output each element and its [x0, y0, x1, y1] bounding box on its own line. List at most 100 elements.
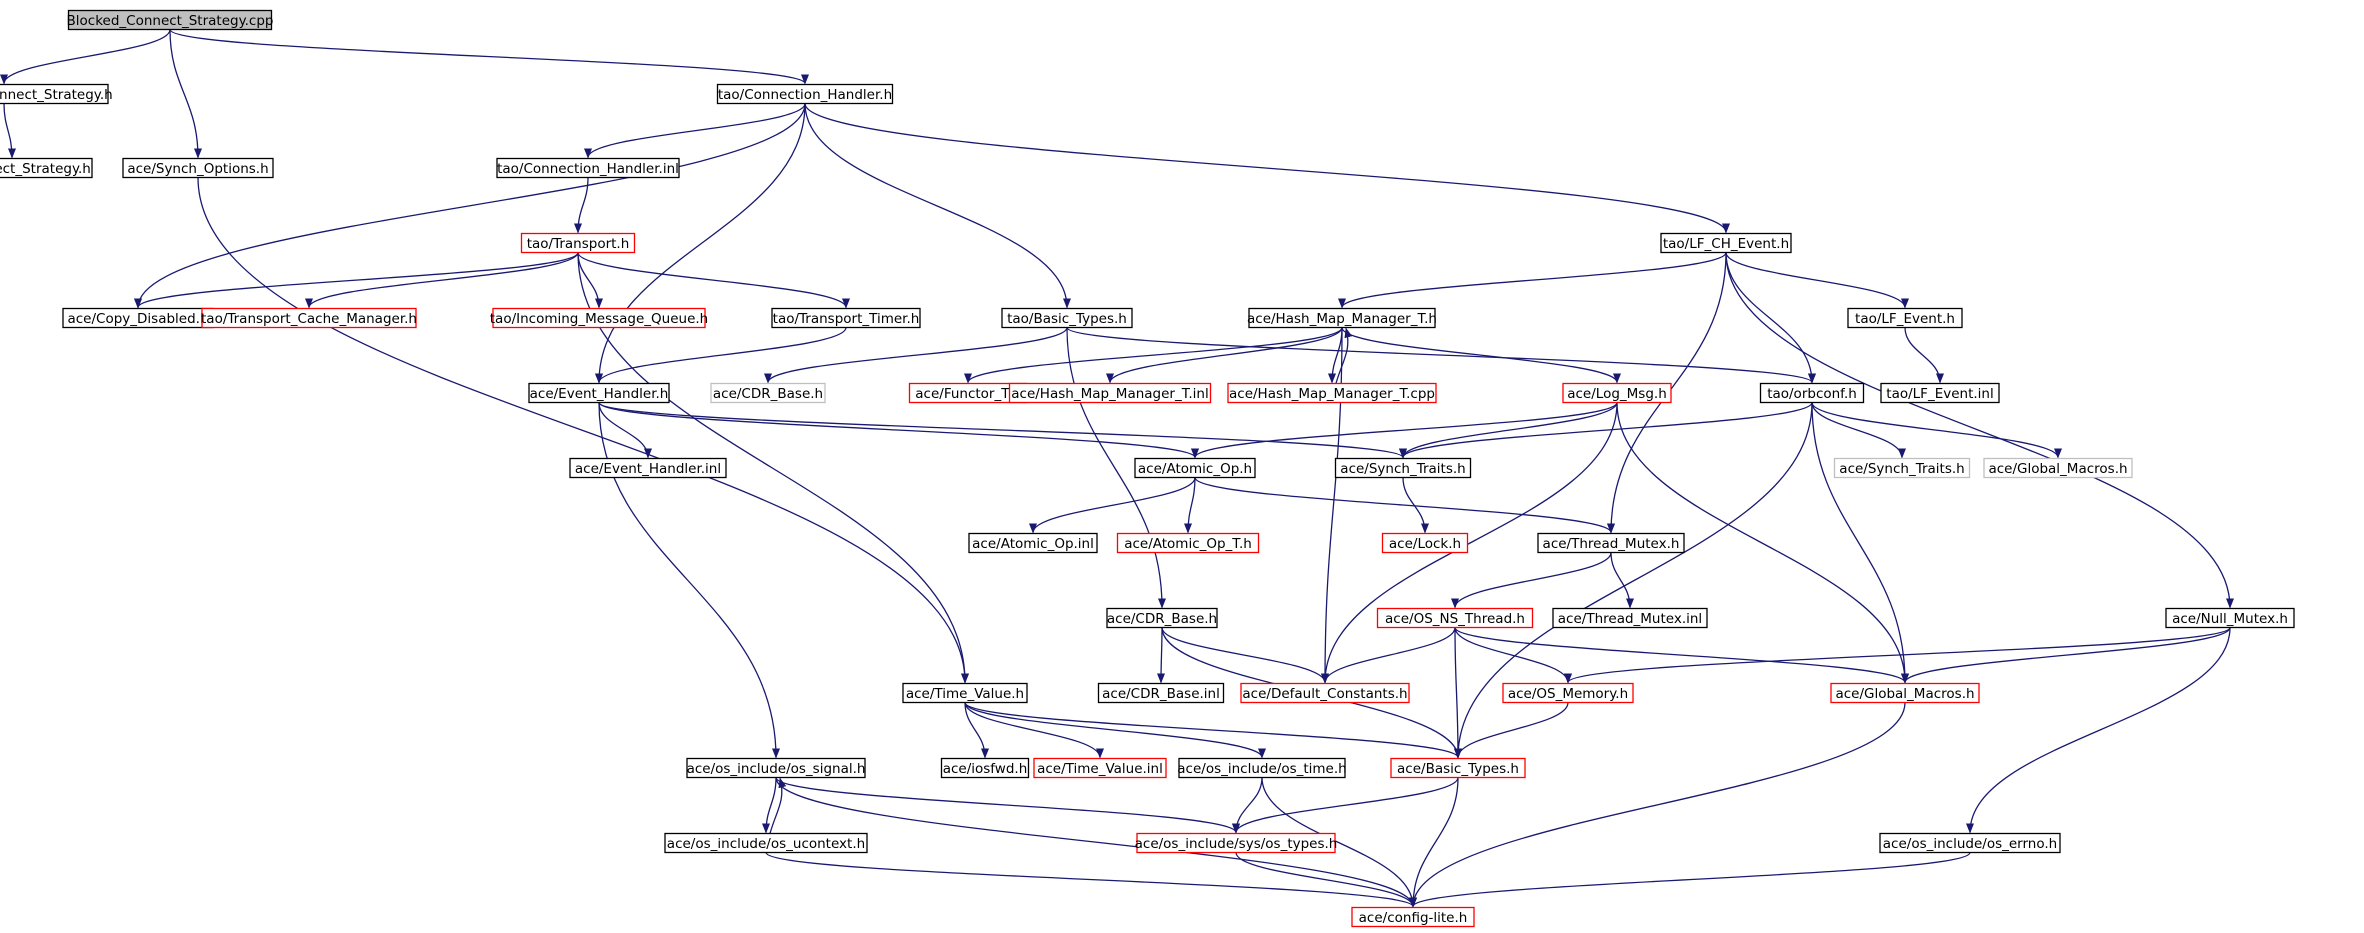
- node-ace-hash-map-manager-t-cpp[interactable]: ace/Hash_Map_Manager_T.cpp: [1227, 382, 1437, 404]
- edge-tao-transport-timer-h-to-ace-event-handler-h: [595, 327, 847, 384]
- edge-ace-os-include-os-ucontext-h-to-ace-os-include-os-signal-h: [769, 777, 787, 834]
- edge-tao-connection-handler-h-to-ace-copy-disabled-h: [134, 103, 806, 309]
- node-label: ace/Functor_T.h: [915, 386, 1020, 402]
- node-ace-null-mutex-h[interactable]: ace/Null_Mutex.h: [2165, 607, 2295, 629]
- node-ace-os-include-os-signal-h[interactable]: ace/os_include/os_signal.h: [686, 757, 866, 779]
- node-label: ace/Atomic_Op_T.h: [1124, 536, 1252, 552]
- node-label: tao/Incoming_Message_Queue.h: [490, 311, 709, 327]
- node-ace-cdr-base-h[interactable]: ace/CDR_Base.h: [1106, 607, 1218, 629]
- node-label: ace/Atomic_Op.inl: [972, 536, 1094, 552]
- node-label: tao/Basic_Types.h: [1007, 311, 1127, 327]
- node-ace-synch-traits-h-ext[interactable]: ace/Synch_Traits.h: [1833, 457, 1971, 479]
- node-tao-connect-strategy-h[interactable]: tao/Connect_Strategy.h: [0, 157, 93, 179]
- edge-tao-blocked-h-to-tao-connect-strategy-h: [3, 103, 16, 159]
- node-ace-default-constants-h[interactable]: ace/Default_Constants.h: [1240, 682, 1410, 704]
- node-box: [1136, 832, 1336, 854]
- edge-ace-event-handler-h-to-ace-os-include-os-signal-h: [598, 402, 780, 759]
- edge-ace-hash-map-manager-t-h-to-ace-default-constants-h: [1321, 327, 1343, 684]
- edge-tao-lf-ch-event-h-to-tao-orbconf-h: [1725, 252, 1816, 384]
- edge-tao-orbconf-h-to-ace-basic-types-h: [1454, 402, 1813, 759]
- node-label: ace/Global_Macros.h: [1988, 461, 2127, 477]
- node-box: [0, 157, 93, 179]
- node-ace-synch-options-h[interactable]: ace/Synch_Options.h: [122, 157, 274, 179]
- node-ace-hash-map-manager-t-inl[interactable]: ace/Hash_Map_Manager_T.inl: [1008, 382, 1212, 404]
- node-ace-lock-h[interactable]: ace/Lock.h: [1381, 532, 1469, 554]
- node-ace-basic-types-h[interactable]: ace/Basic_Types.h: [1390, 757, 1526, 779]
- node-label: ace/os_include/os_ucontext.h: [667, 836, 865, 852]
- node-ace-synch-traits-h[interactable]: ace/Synch_Traits.h: [1334, 457, 1472, 479]
- node-tao-transport-timer-h[interactable]: tao/Transport_Timer.h: [771, 307, 921, 329]
- node-ace-atomic-op-h[interactable]: ace/Atomic_Op.h: [1134, 457, 1256, 479]
- node-ace-cdr-base-h-ext[interactable]: ace/CDR_Base.h: [710, 382, 826, 404]
- edge-tao-transport-h-to-ace-copy-disabled-h: [134, 251, 579, 309]
- edge-ace-synch-options-h-to-ace-time-value-h: [197, 177, 969, 684]
- node-tao-lf-event-inl[interactable]: tao/LF_Event.inl: [1880, 382, 2000, 404]
- node-tao-orbconf-h[interactable]: tao/orbconf.h: [1759, 382, 1865, 404]
- node-ace-os-include-os-time-h[interactable]: ace/os_include/os_time.h: [1177, 757, 1347, 779]
- node-tao-incoming-message-queue-h[interactable]: tao/Incoming_Message_Queue.h: [490, 307, 709, 329]
- node-box: [122, 157, 274, 179]
- edge-blocked-cpp-to-ace-synch-options-h: [169, 29, 202, 159]
- edge-ace-null-mutex-h-to-ace-os-include-os-errno-h: [1966, 627, 2231, 834]
- edge-ace-cdr-base-h-to-ace-default-constants-h: [1161, 627, 1329, 684]
- node-box: [1759, 382, 1865, 404]
- node-label: ace/Atomic_Op.h: [1138, 461, 1252, 477]
- node-box: [664, 832, 868, 854]
- edge-ace-hash-map-manager-t-h-to-ace-log-msg-h: [1341, 327, 1621, 384]
- node-box: [902, 682, 1028, 704]
- node-label: ace/Thread_Mutex.h: [1543, 536, 1680, 552]
- edge-ace-atomic-op-h-to-ace-atomic-op-inl: [1029, 477, 1196, 534]
- node-tao-lf-event-h[interactable]: tao/LF_Event.h: [1847, 307, 1963, 329]
- edge-ace-hash-map-manager-t-cpp-to-ace-hash-map-manager-t-h: [1335, 327, 1353, 384]
- node-ace-event-handler-inl[interactable]: ace/Event_Handler.inl: [569, 457, 727, 479]
- node-label: tao/Transport_Cache_Manager.h: [201, 311, 417, 327]
- node-ace-copy-disabled-h[interactable]: ace/Copy_Disabled.h: [62, 307, 214, 329]
- node-label: ace/Synch_Options.h: [127, 161, 268, 177]
- node-tao-transport-cache-manager-h[interactable]: tao/Transport_Cache_Manager.h: [201, 307, 417, 329]
- node-ace-thread-mutex-inl[interactable]: ace/Thread_Mutex.inl: [1552, 607, 1708, 629]
- node-tao-lf-ch-event-h[interactable]: tao/LF_CH_Event.h: [1660, 232, 1792, 254]
- edge-ace-basic-types-h-to-ace-os-include-sys-os-types-h: [1232, 777, 1459, 834]
- edge-ace-os-include-sys-os-types-h-to-ace-config-lite-h: [1235, 852, 1417, 908]
- node-ace-global-macros-h-ext[interactable]: ace/Global_Macros.h: [1983, 457, 2133, 479]
- node-ace-atomic-op-inl[interactable]: ace/Atomic_Op.inl: [968, 532, 1098, 554]
- node-label: ace/os_include/os_errno.h: [1883, 836, 2057, 852]
- node-ace-event-handler-h[interactable]: ace/Event_Handler.h: [528, 382, 670, 404]
- node-ace-os-ns-thread-h[interactable]: ace/OS_NS_Thread.h: [1376, 607, 1534, 629]
- node-ace-functor-t-h[interactable]: ace/Functor_T.h: [908, 382, 1028, 404]
- node-tao-basic-types-h[interactable]: tao/Basic_Types.h: [1001, 307, 1133, 329]
- node-ace-cdr-base-inl[interactable]: ace/CDR_Base.inl: [1097, 682, 1225, 704]
- node-ace-os-include-sys-os-types-h[interactable]: ace/os_include/sys/os_types.h: [1135, 832, 1338, 854]
- node-tao-connection-handler-h[interactable]: tao/Connection_Handler.h: [716, 83, 894, 105]
- node-ace-log-msg-h[interactable]: ace/Log_Msg.h: [1562, 382, 1672, 404]
- node-label: ace/Global_Macros.h: [1835, 686, 1974, 702]
- node-ace-os-memory-h[interactable]: ace/OS_Memory.h: [1502, 682, 1634, 704]
- edge-tao-basic-types-h-to-ace-cdr-base-h: [1066, 327, 1166, 609]
- node-ace-os-include-os-errno-h[interactable]: ace/os_include/os_errno.h: [1879, 832, 2061, 854]
- node-label: ace/OS_Memory.h: [1508, 686, 1628, 702]
- node-ace-global-macros-h[interactable]: ace/Global_Macros.h: [1830, 682, 1980, 704]
- node-tao-transport-h[interactable]: tao/Transport.h: [520, 232, 636, 254]
- node-box: [716, 83, 894, 105]
- node-box: [1001, 307, 1133, 329]
- node-ace-config-lite-h[interactable]: ace/config-lite.h: [1351, 906, 1475, 928]
- node-ace-thread-mutex-h[interactable]: ace/Thread_Mutex.h: [1537, 532, 1685, 554]
- edge-blocked-cpp-to-tao-blocked-h: [0, 29, 171, 85]
- node-ace-hash-map-manager-t-h[interactable]: ace/Hash_Map_Manager_T.h: [1247, 307, 1437, 329]
- node-box: [968, 532, 1098, 554]
- node-tao-connection-handler-inl[interactable]: tao/Connection_Handler.inl: [496, 157, 680, 179]
- edge-ace-time-value-h-to-ace-basic-types-h: [964, 701, 1462, 759]
- edge-ace-event-handler-h-to-ace-synch-traits-h: [598, 401, 1407, 459]
- edge-ace-os-include-os-time-h-to-ace-config-lite-h: [1261, 777, 1417, 908]
- node-blocked-cpp[interactable]: Blocked_Connect_Strategy.cpp: [67, 9, 274, 31]
- node-ace-os-include-os-ucontext-h[interactable]: ace/os_include/os_ucontext.h: [664, 832, 868, 854]
- node-label: ace/Time_Value.h: [906, 686, 1024, 702]
- node-ace-time-value-h[interactable]: ace/Time_Value.h: [902, 682, 1028, 704]
- node-tao-blocked-h[interactable]: tao/Blocked_Connect_Strategy.h: [0, 83, 113, 105]
- node-ace-atomic-op-t-h[interactable]: ace/Atomic_Op_T.h: [1116, 532, 1260, 554]
- node-ace-time-value-inl[interactable]: ace/Time_Value.inl: [1033, 757, 1167, 779]
- node-label: tao/Transport_Timer.h: [773, 311, 920, 327]
- node-ace-iosfwd-h[interactable]: ace/iosfwd.h: [940, 757, 1030, 779]
- node-box: [1390, 757, 1526, 779]
